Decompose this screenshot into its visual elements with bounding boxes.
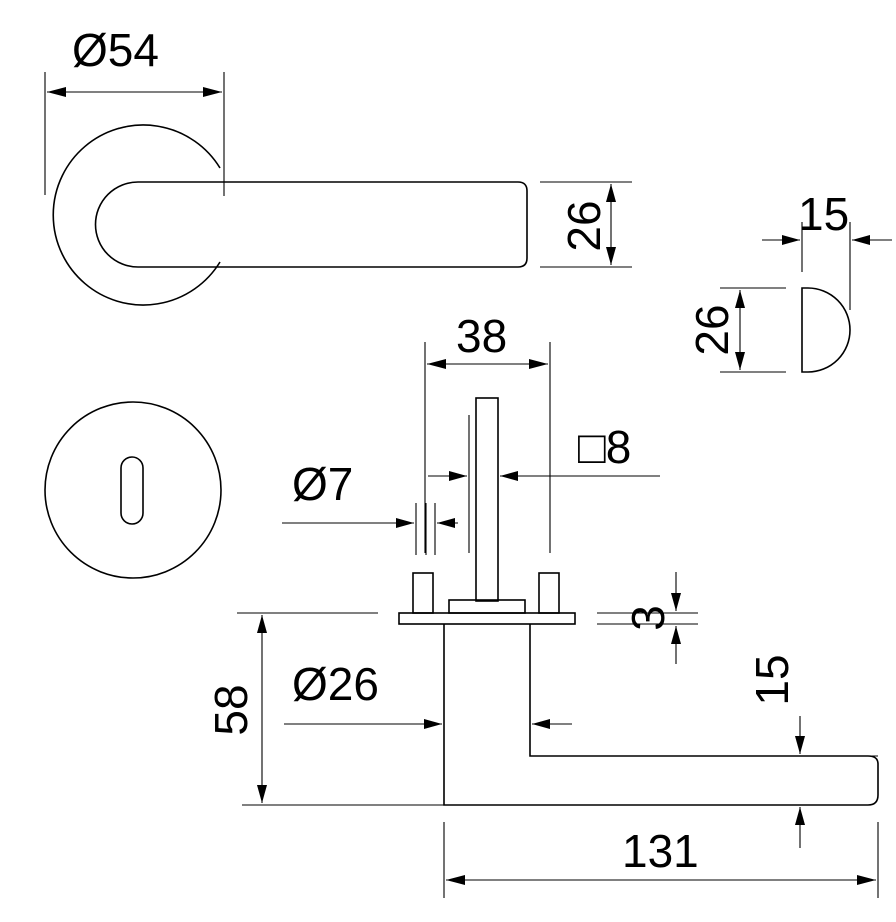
spindle-length-label: 38 <box>456 310 507 362</box>
projection-label: 58 <box>205 684 257 735</box>
screw-left <box>412 572 434 614</box>
neck-diameter-label: Ø26 <box>292 658 379 710</box>
section-width-label: 15 <box>798 188 849 240</box>
rose-plate <box>398 612 576 625</box>
lever-outline <box>94 181 528 268</box>
spindle-square-label: □8 <box>578 421 631 473</box>
spindle <box>475 397 499 602</box>
top-view-lever: Ø54 26 <box>44 24 632 306</box>
key-escutcheon <box>44 401 222 579</box>
rose-outline <box>52 124 221 306</box>
keyhole <box>120 456 144 525</box>
side-view-lever: 38 □8 Ø7 3 Ø26 <box>205 310 879 898</box>
section-height-label: 26 <box>686 304 738 355</box>
key-rose-outline <box>44 401 222 579</box>
lever-height-label: 26 <box>558 200 610 251</box>
lever-length-label: 131 <box>622 825 699 877</box>
lever-cross-section: 15 26 <box>686 188 892 373</box>
screw-diameter-label: Ø7 <box>292 458 353 510</box>
lever-side-height-label: 15 <box>746 654 798 705</box>
neck-and-lever <box>443 624 879 806</box>
rose-diameter-label: Ø54 <box>72 24 159 76</box>
screw-right <box>538 572 560 614</box>
section-outline <box>801 287 851 373</box>
rose-thickness-label: 3 <box>622 605 674 631</box>
